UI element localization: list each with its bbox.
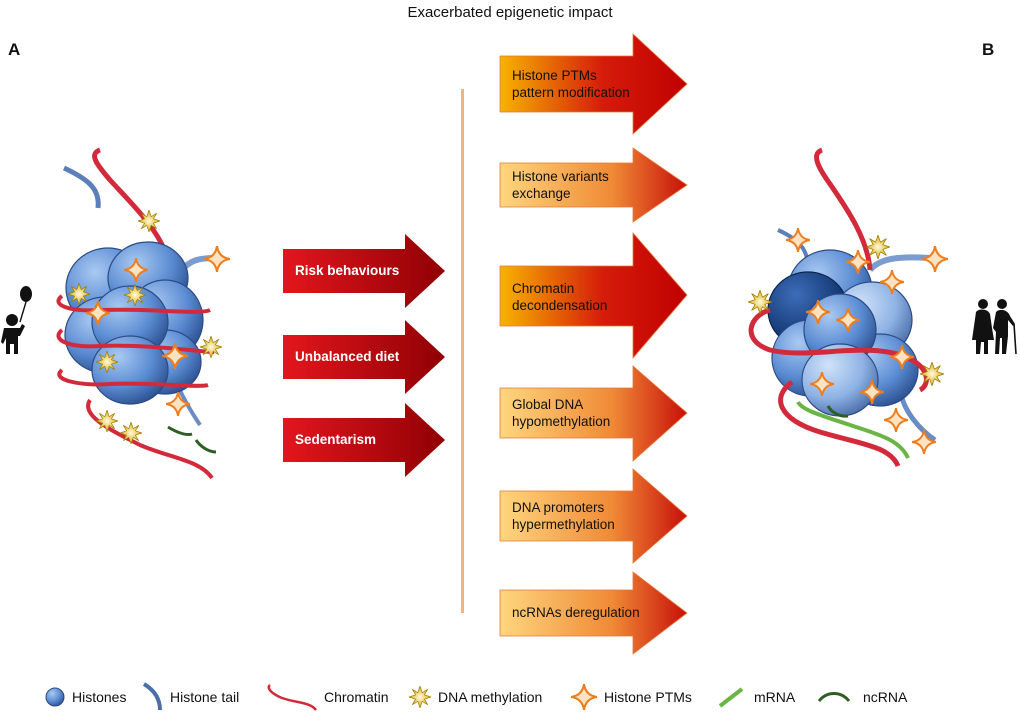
legend-label: Histones	[72, 689, 127, 705]
panel-label-a: A	[8, 40, 21, 59]
impact-label-line1: Histone PTMs	[512, 68, 597, 83]
legend-item-histone-tail: Histone tail	[142, 682, 239, 712]
impact-label-line2: hypermethylation	[512, 517, 615, 532]
diagram-title: Exacerbated epigenetic impact	[407, 4, 613, 21]
legend-label: Histone PTMs	[604, 689, 692, 705]
legend-label: Chromatin	[324, 689, 389, 705]
histone-tail-icon	[142, 682, 162, 711]
risk-arrow-2: Sedentarism	[283, 403, 445, 477]
mrna-strand	[796, 400, 910, 459]
impact-label-line2: pattern modification	[512, 85, 630, 100]
impact-label-line1: Global DNA	[512, 397, 584, 412]
impact-arrow-4: DNA promoters hypermethylation	[499, 468, 688, 564]
impact-label-line1: Chromatin	[512, 281, 575, 296]
chromatin-wraps	[748, 307, 929, 468]
legend-label: DNA methylation	[438, 689, 543, 705]
risk-arrow-0: Risk behaviours	[283, 234, 445, 308]
impact-arrow-0: Histone PTMs pattern modification	[499, 33, 688, 135]
histone-octamer	[767, 249, 919, 417]
panel-label-b: B	[982, 40, 995, 59]
impact-arrow-3: Global DNA hypomethylation	[499, 365, 688, 462]
legend-label: ncRNA	[863, 689, 908, 705]
aged-nucleosome	[748, 147, 948, 468]
impact-label-line2: exchange	[512, 186, 571, 201]
impact-arrow-1: Histone variants exchange	[499, 147, 688, 223]
risk-arrow-1: Unbalanced diet	[283, 320, 445, 394]
chromatin-ribbon-icon	[267, 684, 317, 711]
ncrna-marks	[167, 425, 217, 454]
legend-item-histone-ptms: Histone PTMs	[570, 682, 692, 712]
impact-label-line2: hypomethylation	[512, 414, 611, 429]
young-nucleosome	[56, 147, 230, 480]
impact-label-line1: DNA promoters	[512, 500, 605, 515]
legend-item-dna-methylation: DNA methylation	[408, 682, 542, 712]
risk-arrow-label: Unbalanced diet	[295, 349, 400, 364]
risk-arrow-label: Sedentarism	[295, 432, 377, 447]
impact-arrow-5: ncRNAs deregulation	[499, 571, 688, 655]
chromatin-ribbon	[814, 147, 873, 271]
legend-label: Histone tail	[170, 689, 240, 705]
risk-arrow-label: Risk behaviours	[295, 263, 400, 278]
mrna-line-icon	[718, 687, 744, 708]
impact-label-line1: Histone variants	[512, 169, 609, 184]
histone-ptm-sparkle-icon	[571, 684, 597, 710]
impact-label-line2: decondensation	[512, 298, 608, 313]
chromatin-wraps	[56, 294, 215, 480]
impact-arrow-2: Chromatin decondensation	[499, 231, 688, 360]
legend-item-mrna: mRNA	[718, 682, 795, 712]
divider-line	[461, 89, 464, 613]
histone-sphere-icon	[45, 687, 65, 707]
legend-item-ncrna: ncRNA	[817, 682, 907, 712]
chromatin-ribbon	[92, 147, 171, 261]
ncrna-arc-icon	[817, 692, 851, 703]
legend-item-histones: Histones	[44, 682, 126, 712]
dna-methylation-star-icon	[409, 686, 431, 708]
child-with-balloon-icon	[1, 286, 32, 354]
legend-item-chromatin: Chromatin	[266, 682, 389, 712]
ncrna-strand	[826, 405, 849, 418]
impact-label-line1: ncRNAs deregulation	[512, 605, 640, 620]
legend: Histones Histone tail Chromatin DNA meth…	[0, 682, 1020, 712]
elderly-couple-icon	[972, 299, 1017, 354]
legend-label: mRNA	[754, 689, 796, 705]
